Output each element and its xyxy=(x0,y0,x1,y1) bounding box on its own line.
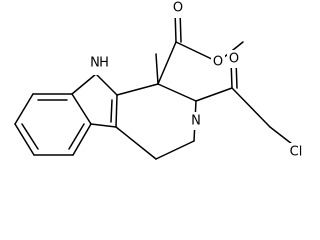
atom-mask-layer xyxy=(88,0,307,161)
nh-nitrogen-label: N xyxy=(90,56,100,71)
bond-double-inner xyxy=(110,99,113,123)
bond xyxy=(195,87,233,102)
bond xyxy=(157,83,197,102)
nh-hydrogen-label: H xyxy=(99,56,109,71)
bond-double-inner xyxy=(21,123,39,150)
bond xyxy=(71,93,92,125)
atom-label-layer: H N N O O O Cl xyxy=(90,1,302,160)
chlorine-label: Cl xyxy=(290,145,303,160)
bond xyxy=(14,123,35,156)
bond xyxy=(269,126,293,145)
bond xyxy=(155,140,195,160)
bond xyxy=(231,87,271,128)
bond xyxy=(115,94,118,128)
bond xyxy=(71,73,97,95)
ester-ether-oxygen-label: O xyxy=(213,55,223,70)
bond-double-inner xyxy=(68,123,85,150)
amide-carbonyl-oxygen-label: O xyxy=(229,52,239,67)
amide-nitrogen-label: N xyxy=(191,114,201,129)
bond xyxy=(155,53,159,85)
bond xyxy=(14,93,34,125)
bond xyxy=(115,126,157,160)
bond xyxy=(72,123,92,156)
bond-layer xyxy=(14,9,293,160)
bond xyxy=(95,73,118,96)
ester-carbonyl-oxygen-label: O xyxy=(173,1,183,16)
bond xyxy=(116,83,159,96)
bond xyxy=(90,123,117,128)
bond xyxy=(157,41,177,85)
molecule-structure-diagram: H N N O O O Cl xyxy=(14,0,307,161)
